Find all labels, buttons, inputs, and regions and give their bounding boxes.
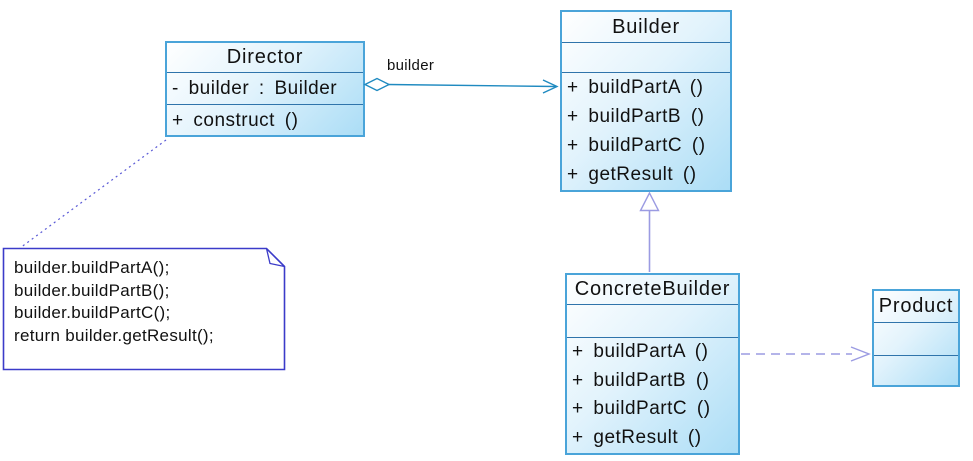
class-builder-name: Builder bbox=[562, 12, 730, 43]
class-product-name: Product bbox=[874, 291, 958, 323]
class-director[interactable]: Director - builder : Builder + construct… bbox=[165, 41, 365, 137]
class-director-name: Director bbox=[167, 43, 363, 73]
generalization-triangle-icon bbox=[639, 191, 660, 212]
method: + buildPartB () bbox=[567, 106, 705, 127]
note-line: builder.buildPartA(); bbox=[14, 258, 170, 277]
class-product[interactable]: Product bbox=[872, 289, 960, 387]
method: + buildPartB () bbox=[572, 369, 710, 391]
aggregation-connector[interactable] bbox=[363, 77, 559, 94]
note-line: builder.buildPartC(); bbox=[14, 303, 171, 323]
note-line: builder.buildPartB(); bbox=[14, 280, 170, 300]
method: + buildPartC () bbox=[572, 398, 711, 419]
class-builder[interactable]: Builder + buildPartA ()+ buildPartB ()+ … bbox=[560, 10, 732, 192]
method: + getResult () bbox=[567, 164, 697, 185]
class-product-attributes bbox=[874, 323, 958, 356]
class-director-attributes: - builder : Builder bbox=[167, 73, 363, 105]
class-concrete-builder[interactable]: ConcreteBuilder + buildPartA ()+ buildPa… bbox=[565, 273, 740, 455]
dependency-arrowhead-icon bbox=[850, 346, 871, 362]
aggregation-arrowhead-icon bbox=[542, 79, 559, 94]
attribute: - builder : Builder bbox=[172, 78, 338, 99]
method: + buildPartA () bbox=[567, 77, 704, 98]
note-line: return builder.getResult(); bbox=[14, 325, 214, 345]
class-product-methods bbox=[874, 356, 958, 385]
method: + construct () bbox=[172, 110, 299, 131]
class-director-methods: + construct () bbox=[167, 105, 363, 135]
method: + buildPartA () bbox=[572, 341, 709, 362]
generalization-connector[interactable] bbox=[639, 191, 660, 272]
note-anchor-line bbox=[19, 139, 167, 249]
aggregation-role-label: builder bbox=[387, 57, 435, 74]
aggregation-line bbox=[387, 83, 557, 88]
class-builder-attributes bbox=[562, 43, 730, 73]
note-anchor-connector[interactable] bbox=[19, 139, 167, 249]
class-concrete-builder-methods: + buildPartA () + buildPartB () + buildPar… bbox=[567, 338, 738, 453]
class-concrete-builder-name: ConcreteBuilder bbox=[567, 275, 738, 305]
note-fold-icon bbox=[265, 248, 285, 268]
note-code-text: builder.buildPartA(); builder.buildPartB(… bbox=[14, 257, 214, 347]
method: + buildPartC () bbox=[567, 135, 706, 156]
class-builder-methods: + buildPartA () + buildPartB () + buildPar… bbox=[562, 73, 730, 190]
method: + getResult () bbox=[572, 426, 702, 448]
class-concrete-builder-attributes bbox=[567, 305, 738, 338]
aggregation-diamond bbox=[363, 77, 391, 92]
dependency-connector[interactable] bbox=[741, 346, 871, 362]
